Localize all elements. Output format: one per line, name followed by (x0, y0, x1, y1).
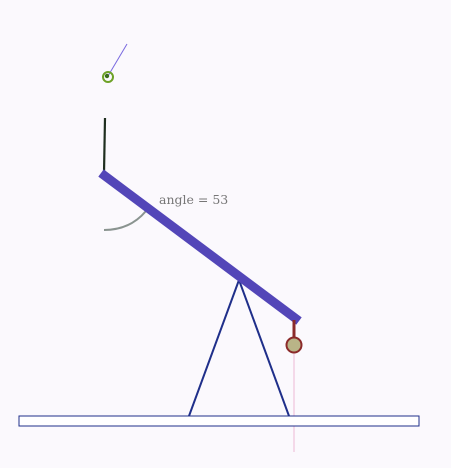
angle-label: angle = 53 (159, 192, 228, 207)
pointer-line (107, 43, 128, 77)
stand-left-leg (188, 279, 240, 417)
ground-platform (18, 415, 420, 427)
tilted-beam[interactable] (98, 169, 302, 325)
pendulum-bob-icon[interactable] (285, 336, 303, 354)
target-ring-icon[interactable] (102, 71, 114, 83)
left-post (102, 117, 107, 174)
stand-right-leg (238, 279, 290, 417)
angle-arc (103, 210, 147, 231)
